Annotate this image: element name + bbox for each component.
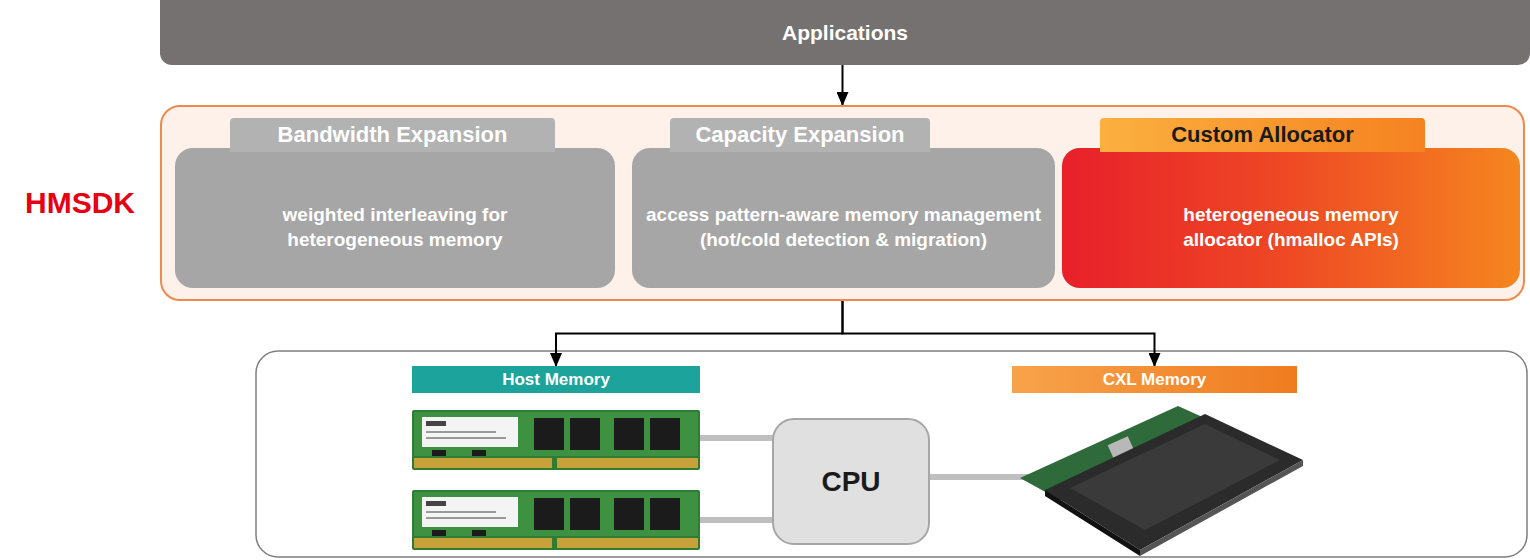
application-bar: Applications xyxy=(160,0,1530,65)
sdk-panel: HMSDKweighted interleaving for heterogen… xyxy=(160,105,1525,301)
memory-label: Host Memory xyxy=(412,366,700,393)
feature-box: heterogeneous memory allocator (hmalloc … xyxy=(1062,118,1520,288)
cxl-card-face xyxy=(1070,424,1280,530)
node-label: Host Memory xyxy=(502,370,610,390)
feature-tab: Custom Allocator xyxy=(1100,118,1425,152)
feature-body: access pattern-aware memory management (… xyxy=(632,148,1055,288)
connector xyxy=(843,301,1155,366)
feature-body: heterogeneous memory allocator (hmalloc … xyxy=(1062,148,1520,288)
feature-description: heterogeneous memory allocator (hmalloc … xyxy=(1076,203,1506,252)
feature-title: Bandwidth Expansion xyxy=(278,122,508,148)
connector xyxy=(556,301,843,366)
feature-box: weighted interleaving for heterogeneous … xyxy=(175,118,615,288)
dimm-module xyxy=(412,490,700,550)
dimm-module xyxy=(412,410,700,470)
memory-bus xyxy=(700,517,774,523)
feature-body: weighted interleaving for heterogeneous … xyxy=(175,148,615,288)
node-label: CXL Memory xyxy=(1103,370,1207,390)
feature-box: access pattern-aware memory management (… xyxy=(632,118,1055,288)
memory-label: CXL Memory xyxy=(1012,366,1297,393)
feature-tab: Bandwidth Expansion xyxy=(230,118,555,152)
hardware-frame xyxy=(256,351,1527,557)
feature-description: weighted interleaving for heterogeneous … xyxy=(189,203,601,252)
connector xyxy=(842,65,844,105)
cpu-box: CPU xyxy=(772,418,930,545)
node-label: Applications xyxy=(782,21,908,45)
memory-bus xyxy=(700,435,774,441)
sdk-title: HMSDK xyxy=(10,186,150,220)
feature-title: Custom Allocator xyxy=(1171,122,1354,148)
node-label: CPU xyxy=(821,466,880,498)
feature-title: Capacity Expansion xyxy=(695,122,904,148)
feature-description: access pattern-aware memory management (… xyxy=(646,203,1041,252)
cxl-link xyxy=(928,474,1030,480)
feature-tab: Capacity Expansion xyxy=(670,118,930,152)
